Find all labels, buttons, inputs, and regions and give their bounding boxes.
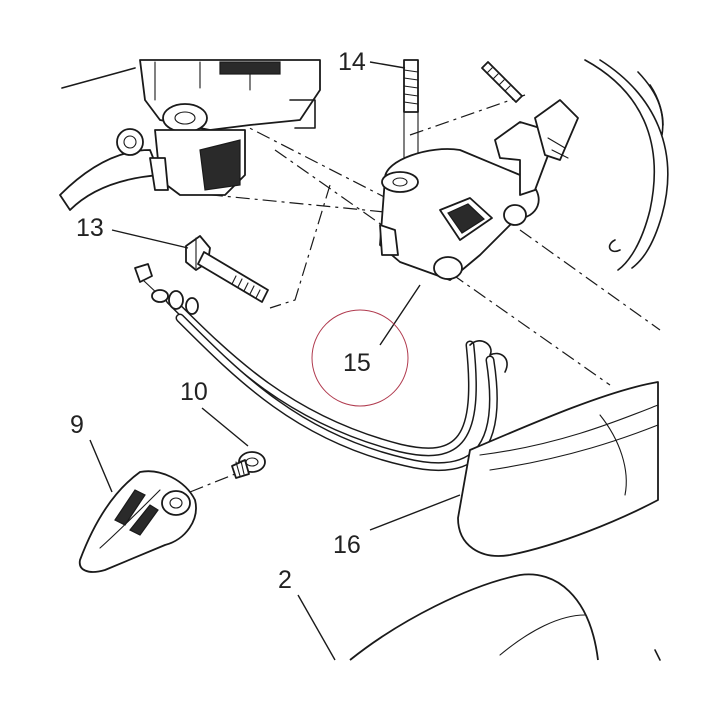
part-9-switch-cover (78, 470, 197, 573)
part-2-panel (349, 573, 661, 661)
part-16-cover (457, 381, 659, 557)
label-13: 13 (76, 214, 104, 242)
part-13-bolt (185, 235, 269, 303)
label-10: 10 (180, 378, 208, 406)
cable-assembly (134, 263, 508, 472)
part-15-switch-housing (379, 99, 579, 281)
label-14: 14 (338, 48, 366, 76)
highlight-circle (311, 309, 409, 407)
label-15: 15 (343, 349, 371, 377)
part-10-screw (231, 451, 266, 479)
label-2: 2 (278, 566, 292, 594)
label-9: 9 (70, 411, 84, 439)
right-edge-partial-parts (584, 59, 669, 271)
handlebar-lever-assembly (59, 59, 321, 211)
leader-lines (89, 61, 461, 661)
label-16: 16 (333, 531, 361, 559)
